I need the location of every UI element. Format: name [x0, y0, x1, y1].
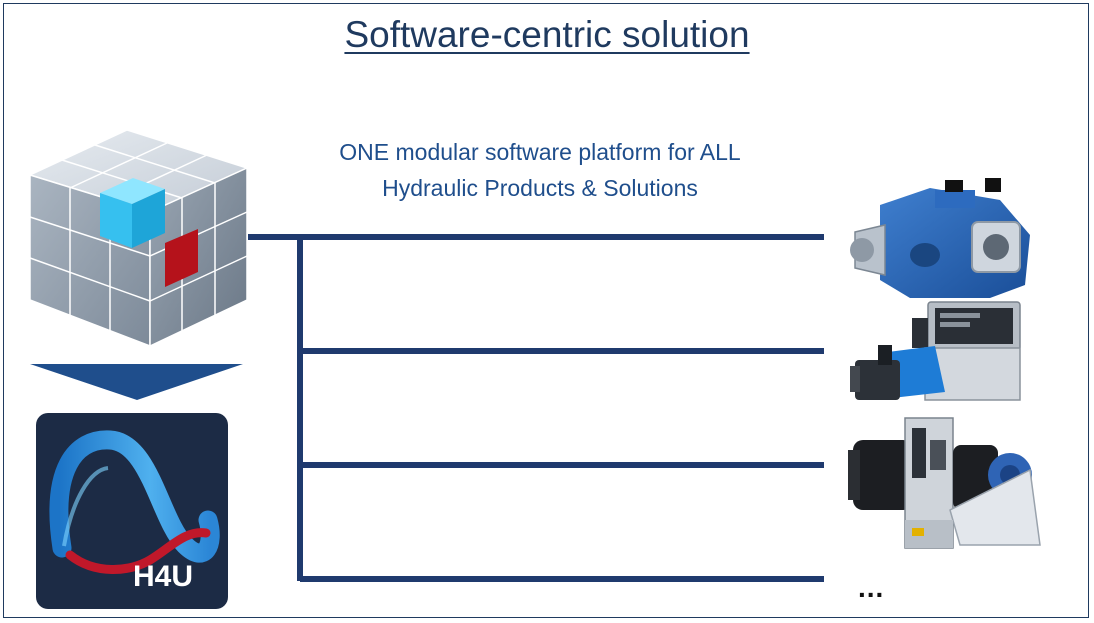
product-pump-image [850, 178, 1030, 298]
cube-highlight-red [165, 229, 198, 287]
down-arrow-icon [30, 364, 243, 400]
connection-lines [248, 234, 824, 582]
more-products-indicator: ... [858, 572, 885, 603]
h4u-logo-text: H4U [133, 560, 193, 593]
platform-description-line1: ONE modular software platform for ALL [339, 139, 741, 165]
platform-description: ONE modular software platform for ALL Hy… [260, 134, 820, 206]
platform-description-line2: Hydraulic Products & Solutions [382, 175, 698, 201]
h4u-logo: H4U [36, 413, 228, 609]
product-drive-image [848, 417, 1041, 549]
slide-title: Software-centric solution [344, 14, 750, 55]
cube-highlight-blue [100, 178, 165, 248]
modular-cube-icon [27, 129, 250, 348]
product-valve-image [850, 301, 1021, 401]
slide-frame [3, 3, 1089, 618]
